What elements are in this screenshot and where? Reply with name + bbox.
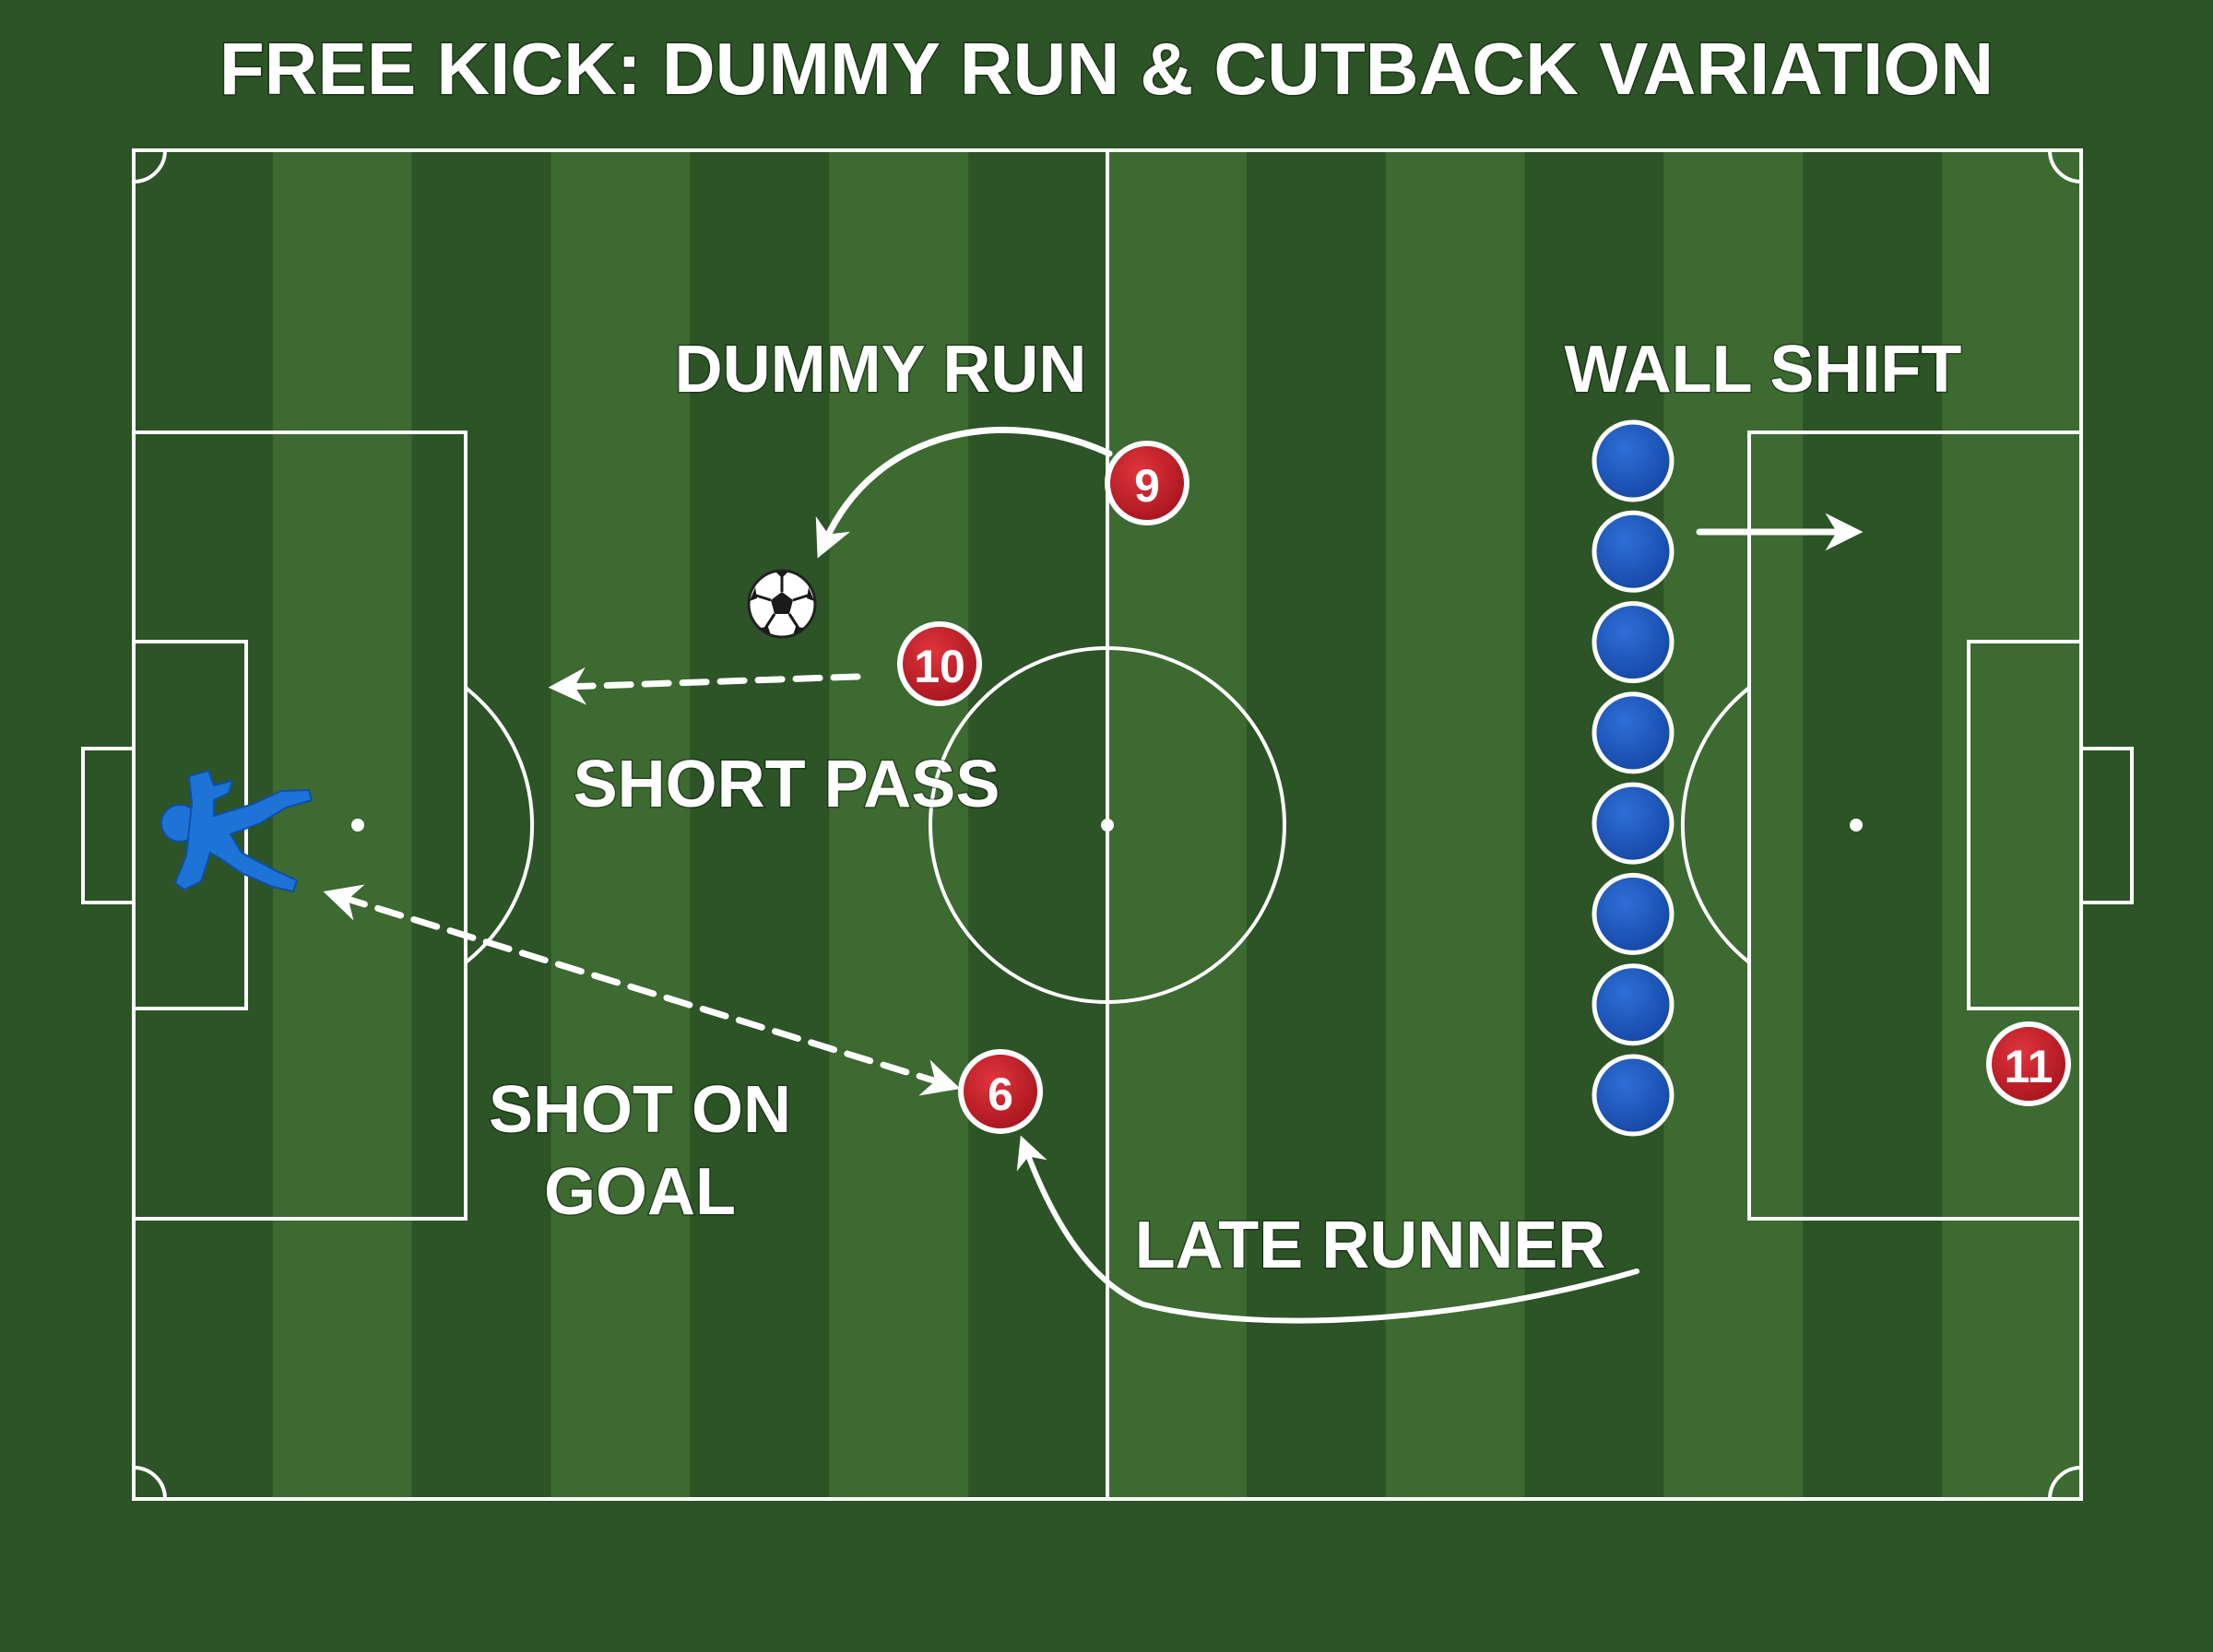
left-penalty-spot [351,819,364,832]
defensive-wall [1592,419,1675,1137]
defender-circle-icon [1592,872,1675,955]
attacker-9-number: 9 [1134,460,1160,512]
grass-stripe [1803,150,1943,1499]
attacker-10: 10 [897,621,982,706]
corner-arc-top-right [2048,149,2082,183]
late-runner-label: LATE RUNNER [1135,1209,1606,1282]
right-penalty-spot [1850,819,1863,832]
defender-circle-icon [1592,419,1675,502]
shot-on-goal-arrow [323,884,961,1096]
right-goal [2079,747,2134,904]
short-pass-arrow [548,667,861,705]
attacker-9: 9 [1105,441,1189,525]
defender-circle-icon [1592,782,1675,865]
pitch-markings [81,148,2134,1501]
defender-circle-icon [1592,1054,1675,1137]
grass-stripe [1107,150,1248,1499]
shot-on-goal-label-line2: GOAL [544,1155,736,1229]
defender-circle-icon [1592,963,1675,1046]
dummy-run-arrow [815,426,1113,559]
center-spot [1101,819,1114,832]
defender-circle-icon [1592,691,1675,774]
dummy-run-label: DUMMY RUN [675,333,1087,407]
diagram-title: FREE KICK: DUMMY RUN & CUTBACK VARIATION [219,28,1994,110]
grass-stripe [829,150,969,1499]
attacker-6: 6 [958,1049,1043,1134]
late-runner-arrow [1016,1135,1639,1324]
attacker-10-number: 10 [914,641,965,692]
grass-stripe [411,150,552,1499]
grass-stripe [1246,150,1387,1499]
wall-shift-label: WALL SHIFT [1565,333,1962,407]
corner-arc-top-left [133,149,167,183]
grass-stripe [690,150,830,1499]
shot-on-goal-label-line1: SHOT ON [489,1073,791,1147]
grass-stripe [1942,150,2082,1499]
center-circle [929,646,1286,1004]
grass-stripe [968,150,1108,1499]
grass-stripes [134,150,2082,1499]
corner-arc-bottom-left [133,1466,167,1500]
grass-stripe [550,150,691,1499]
defender-circle-icon [1592,510,1675,593]
short-pass-label: SHORT PASS [574,748,1000,821]
corner-arc-bottom-right [2048,1466,2082,1500]
attacker-11: 11 [1986,1021,2071,1106]
attacker-11-number: 11 [2005,1041,2053,1092]
left-goal [81,747,136,904]
grass-stripe [1385,150,1526,1499]
goalkeeper-icon [160,769,314,893]
defender-circle-icon [1592,601,1675,684]
soccer-ball-icon [747,569,817,639]
grass-stripe [1663,150,1804,1499]
attacker-6-number: 6 [988,1068,1013,1120]
grass-stripe [272,150,413,1499]
movement-arrows [323,426,1864,1324]
right-penalty-arc [1680,686,1751,964]
